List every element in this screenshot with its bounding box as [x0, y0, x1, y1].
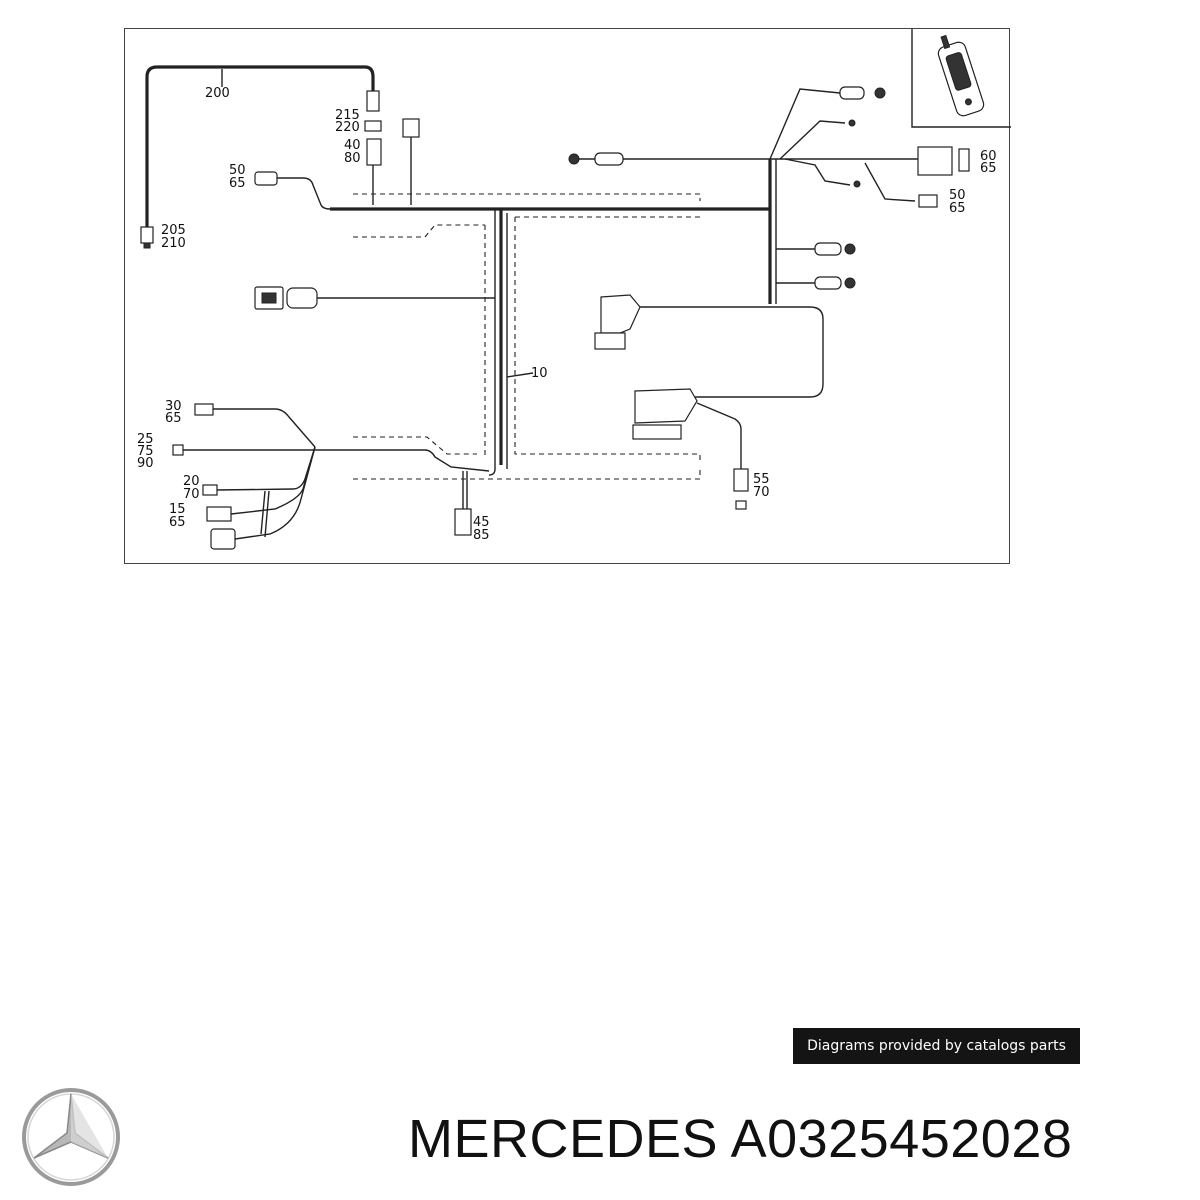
label-45: 45: [473, 515, 490, 530]
connector-20: [202, 484, 218, 496]
label-40: 40: [344, 138, 361, 153]
label-90: 90: [137, 456, 154, 471]
connector-antenna-mid: [814, 242, 842, 256]
connector-25: [172, 444, 184, 456]
label-65-left: 65: [229, 176, 246, 191]
connector-40: [366, 138, 382, 166]
connector-50-left: [254, 171, 278, 186]
credit-banner: Diagrams provided by catalogs parts: [793, 1028, 1080, 1064]
cable-200: [145, 65, 375, 229]
label-20: 20: [183, 474, 200, 489]
label-50-left: 50: [229, 163, 246, 178]
connector-small-plug: [402, 118, 420, 138]
label-75: 75: [137, 444, 154, 459]
connector-205: [140, 226, 154, 244]
connector-15: [206, 506, 232, 522]
label-30: 30: [165, 399, 182, 414]
connector-50-right: [918, 194, 938, 208]
connector-60: [917, 146, 953, 176]
connector-antenna-low: [814, 276, 842, 290]
label-220: 220: [335, 120, 360, 135]
connector-55: [733, 468, 749, 492]
label-65-right: 65: [949, 201, 966, 216]
connector-angle-plug-upper-pins: [594, 332, 626, 350]
label-15: 15: [169, 502, 186, 517]
part-title: MERCEDES A0325452028: [408, 1109, 1073, 1169]
label-65-lower-2: 65: [169, 515, 186, 530]
label-65-right-top: 65: [980, 161, 997, 176]
label-200: 200: [205, 86, 230, 101]
wiring-diagram: 200 215 220 40 80 50 65 205 210 60 65 50…: [124, 28, 1011, 564]
connector-45: [454, 508, 472, 536]
label-55: 55: [753, 472, 770, 487]
label-210: 210: [161, 236, 186, 251]
label-65-lower-1: 65: [165, 411, 182, 426]
mobile-phone-icon: [937, 34, 985, 117]
connector-angle-plug-upper: [600, 294, 641, 334]
label-215: 215: [335, 108, 360, 123]
label-205: 205: [161, 223, 186, 238]
phone-inset: [911, 29, 1011, 128]
label-25: 25: [137, 432, 154, 447]
connector-display-socket: [286, 287, 318, 309]
connector-angle-plug-lower: [634, 388, 698, 424]
connector-30: [194, 403, 214, 416]
label-70-lower: 70: [183, 487, 200, 502]
label-60: 60: [980, 149, 997, 164]
connector-215: [366, 90, 380, 112]
wiring-harness-drawing: 200 215 220 40 80 50 65 205 210 60 65 50…: [137, 29, 1011, 550]
label-80: 80: [344, 151, 361, 166]
mercedes-star-icon: [22, 1088, 120, 1186]
label-50-right: 50: [949, 188, 966, 203]
label-85: 85: [473, 528, 490, 543]
connector-angle-plug-lower-pins: [632, 424, 682, 440]
label-10: 10: [531, 366, 548, 381]
connector-antenna-top: [839, 86, 865, 100]
label-70-right: 70: [753, 485, 770, 500]
connector-mic: [594, 152, 624, 166]
connector-usb-plug: [210, 528, 236, 550]
